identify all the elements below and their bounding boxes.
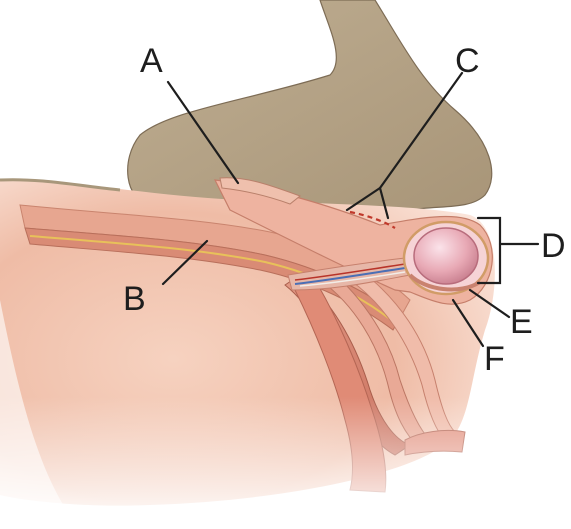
label-b: B [123,280,146,318]
label-e: E [510,303,533,341]
label-a: A [140,42,163,80]
label-d: D [541,227,566,265]
label-f: F [484,340,505,378]
label-c: C [455,42,480,80]
